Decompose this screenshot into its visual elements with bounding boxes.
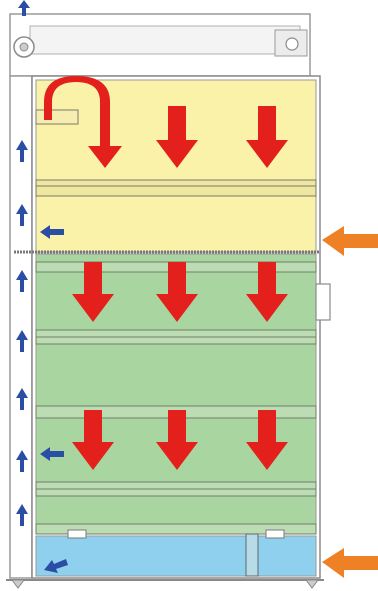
top-zone (14, 79, 320, 254)
red-down-arrow-icon (72, 410, 288, 470)
top-housing (9, 13, 311, 77)
blue-left-arrow-icon (40, 225, 68, 573)
red-down-arrow-icon (156, 106, 288, 168)
red-down-arrow-icon (72, 262, 288, 322)
blue-up-arrow-icon (16, 0, 30, 526)
cabinet-feet (6, 579, 324, 589)
orange-inlet-arrow-icon (322, 226, 378, 578)
red-u-turn-arrow-icon (44, 76, 122, 168)
bottom-zone (35, 529, 317, 577)
